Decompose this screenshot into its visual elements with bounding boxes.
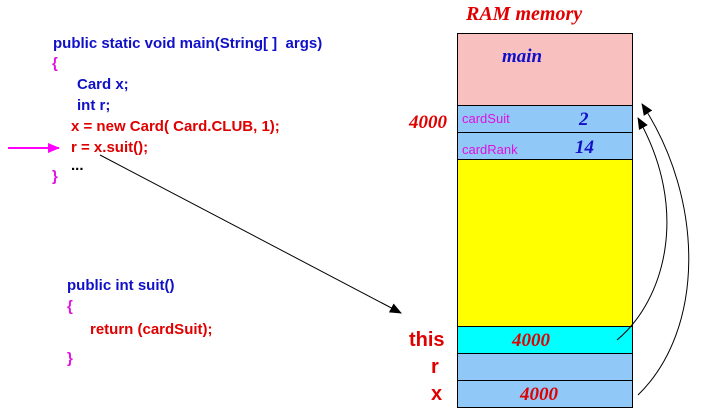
- card-rank-value: 14: [575, 137, 594, 158]
- code-ellipsis: ...: [71, 157, 84, 174]
- card-suit-cell: [457, 105, 633, 133]
- this-label: this: [409, 329, 445, 351]
- heap-block: [457, 159, 633, 327]
- card-suit-value: 2: [579, 109, 589, 130]
- main-frame-block: [457, 33, 633, 106]
- return-statement: return (cardSuit);: [90, 321, 213, 338]
- x-cell: [457, 380, 633, 408]
- assign-new-card: x = new Card( Card.CLUB, 1);: [71, 118, 280, 135]
- main-open-brace: {: [52, 55, 58, 72]
- x-value: 4000: [520, 384, 558, 405]
- main-close-brace: }: [52, 168, 58, 185]
- call-to-suit-arrow: [99, 154, 402, 314]
- r-cell: [457, 353, 633, 381]
- card-rank-cell: [457, 132, 633, 160]
- decl-int-r: int r;: [77, 97, 111, 114]
- this-pointer-arrow: [616, 117, 668, 341]
- card-rank-label: cardRank: [462, 142, 518, 157]
- card-suit-label: cardSuit: [462, 111, 510, 126]
- decl-card-x: Card x;: [77, 76, 129, 93]
- suit-signature: public int suit(): [67, 277, 175, 294]
- object-address-label: 4000: [409, 112, 447, 133]
- main-frame-label: main: [502, 46, 543, 67]
- call-suit-line: r = x.suit();: [71, 139, 149, 156]
- suit-open-brace: {: [67, 298, 73, 315]
- suit-close-brace: }: [67, 350, 73, 367]
- x-label: x: [431, 383, 443, 405]
- main-signature: public static void main(String[ ] args): [53, 35, 323, 52]
- ram-memory-title: RAM memory: [466, 3, 583, 25]
- this-value: 4000: [512, 330, 550, 351]
- x-pointer-arrow: [637, 103, 690, 396]
- r-label: r: [431, 356, 439, 378]
